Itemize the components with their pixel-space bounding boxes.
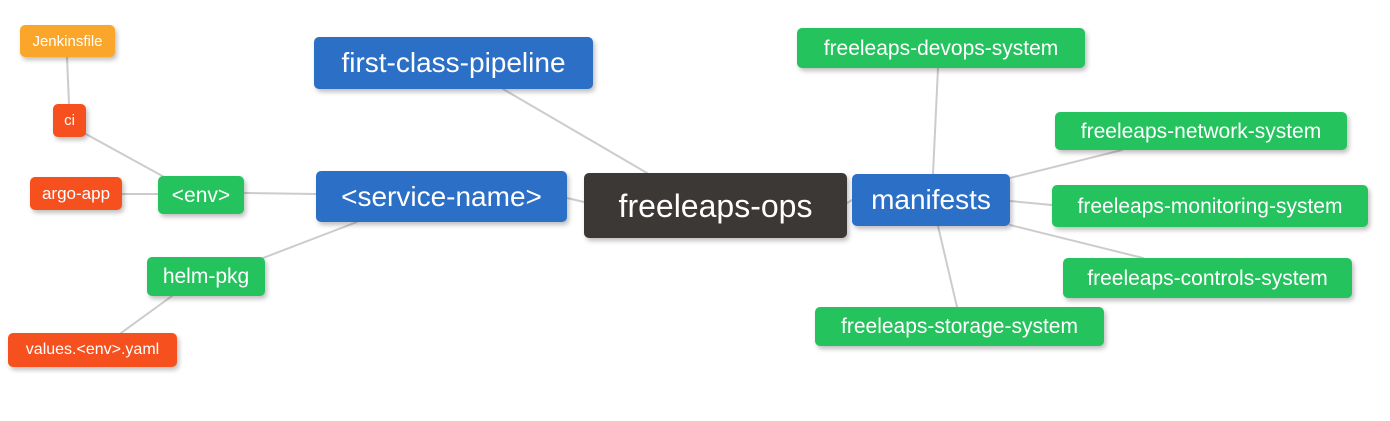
node-values-env-yaml: values.<env>.yaml [8, 333, 177, 367]
edge-freeleaps-ops-manifests [846, 199, 853, 204]
node-freeleaps-devops-system: freeleaps-devops-system [797, 28, 1085, 68]
node-freeleaps-storage-system: freeleaps-storage-system [815, 307, 1104, 346]
edge-manifests-monitoring [1009, 200, 1053, 206]
node-freeleaps-controls-system: freeleaps-controls-system [1063, 258, 1352, 298]
edge-service-name-helm-pkg [262, 221, 358, 259]
edge-jenkinsfile-ci [66, 56, 70, 105]
edge-manifests-storage [937, 225, 958, 308]
node-manifests: manifests [852, 174, 1010, 226]
edge-pipeline-freeleaps-ops [502, 88, 648, 174]
node-ci: ci [53, 104, 86, 137]
edge-ci-env [83, 132, 167, 179]
node-argo-app: argo-app [30, 177, 122, 210]
node-env: <env> [158, 176, 244, 214]
edge-env-service-name [244, 192, 317, 195]
edge-manifests-devops [932, 67, 939, 175]
node-freeleaps-monitoring-system: freeleaps-monitoring-system [1052, 185, 1368, 227]
node-helm-pkg: helm-pkg [147, 257, 265, 296]
node-freeleaps-network-system: freeleaps-network-system [1055, 112, 1347, 150]
edge-manifests-controls [1009, 224, 1144, 259]
node-first-class-pipeline: first-class-pipeline [314, 37, 593, 89]
node-jenkinsfile: Jenkinsfile [20, 25, 115, 57]
edge-helm-pkg-values [120, 295, 173, 334]
node-service-name: <service-name> [316, 171, 567, 222]
edge-manifests-network [1009, 149, 1123, 179]
edge-service-name-freeleaps-ops [566, 197, 585, 203]
node-freeleaps-ops: freeleaps-ops [584, 173, 847, 238]
